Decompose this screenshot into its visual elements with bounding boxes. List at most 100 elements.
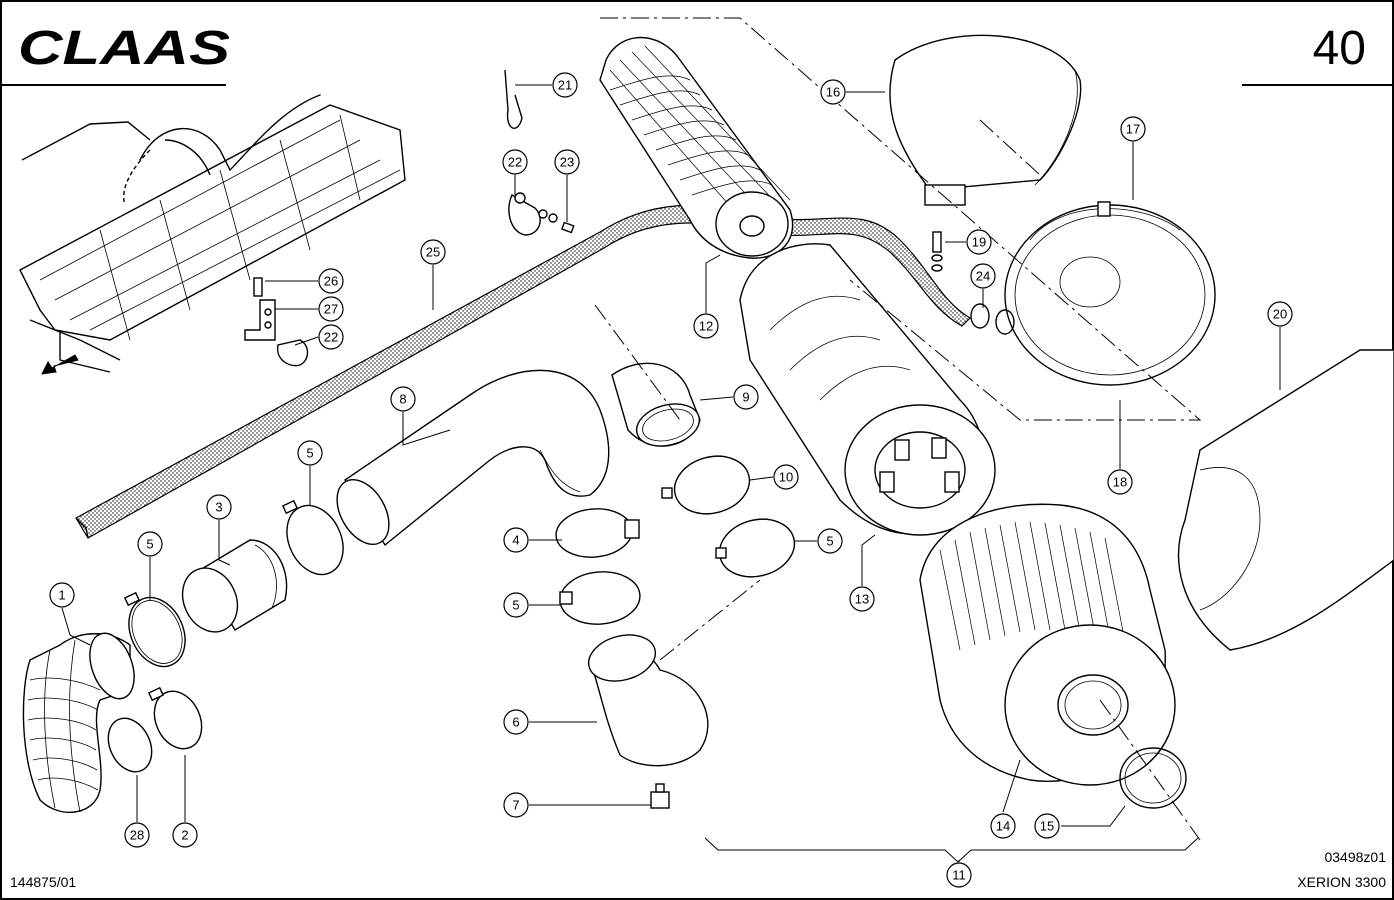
svg-text:7: 7 [512, 798, 519, 813]
svg-text:10: 10 [779, 470, 793, 485]
chassis-overview [19, 94, 406, 375]
svg-text:28: 28 [130, 828, 144, 843]
part-6-elbow [587, 634, 709, 767]
svg-text:23: 23 [560, 155, 574, 170]
callout-9: 9 [733, 384, 759, 410]
callout-18: 18 [1107, 469, 1133, 495]
callout-16: 16 [820, 79, 846, 105]
svg-text:13: 13 [855, 592, 869, 607]
svg-text:5: 5 [306, 446, 313, 461]
callout-8: 8 [390, 386, 416, 412]
callout-5-d: 5 [817, 528, 843, 554]
group-bracket-11 [704, 837, 1199, 863]
callout-17: 17 [1120, 116, 1146, 142]
svg-text:5: 5 [826, 534, 833, 549]
svg-text:8: 8 [399, 392, 406, 407]
part-16-strap-band [889, 34, 1082, 206]
callout-14: 14 [990, 813, 1016, 839]
axis-line-4 [979, 119, 1041, 176]
callout-20: 20 [1267, 301, 1293, 327]
part-2-clamp [147, 686, 203, 750]
svg-text:16: 16 [826, 85, 840, 100]
part-5-clamp-mid [281, 499, 344, 576]
doc-number: 144875/01 [10, 874, 76, 890]
svg-text:12: 12 [699, 319, 713, 334]
part-22-clip-lower [276, 339, 309, 367]
part-9-hose-sleeve [611, 362, 701, 447]
part-27-bracket [244, 299, 276, 341]
svg-text:17: 17 [1126, 122, 1140, 137]
callout-2: 2 [172, 822, 198, 848]
callout-19: 19 [966, 229, 992, 255]
callout-6: 6 [503, 709, 529, 735]
axis-line-2 [594, 304, 681, 421]
callout-12: 12 [693, 313, 719, 339]
svg-text:9: 9 [742, 390, 749, 405]
callout-24: 24 [970, 263, 996, 289]
svg-text:21: 21 [558, 78, 572, 93]
svg-text:15: 15 [1040, 819, 1054, 834]
callout-10: 10 [773, 464, 799, 490]
part-21-cable-tie [504, 69, 523, 129]
part-22-clip-top [508, 192, 541, 236]
callout-15: 15 [1034, 813, 1060, 839]
svg-text:1: 1 [58, 588, 65, 603]
svg-text:5: 5 [512, 598, 519, 613]
callout-22-b: 22 [318, 324, 344, 350]
part-23-screw [538, 209, 575, 234]
svg-text:18: 18 [1113, 475, 1127, 490]
direction-arrow-icon [41, 354, 79, 375]
claas-logo: CLAAS [18, 22, 230, 75]
drawing-code: 03498z01 [1324, 849, 1386, 865]
part-14-filter-housing [919, 503, 1176, 786]
leader-lines [61, 84, 1281, 862]
callout-22-a: 22 [502, 149, 528, 175]
svg-text:27: 27 [324, 302, 338, 317]
part-5-clamp-left [123, 591, 186, 668]
part-19-bolt [931, 231, 943, 272]
part-5-clamp-right [715, 518, 796, 578]
svg-text:4: 4 [512, 533, 519, 548]
callout-4: 4 [503, 527, 529, 553]
callout-5-c: 5 [503, 592, 529, 618]
part-7-valve [650, 783, 670, 809]
svg-text:14: 14 [996, 819, 1010, 834]
part-4-clamp [555, 508, 640, 558]
callout-7: 7 [503, 792, 529, 818]
part-8-hose-elbow [336, 369, 610, 547]
part-20-duct [1177, 349, 1394, 651]
callout-13: 13 [849, 586, 875, 612]
logo-text: CLAAS [18, 22, 230, 75]
callout-23: 23 [554, 149, 580, 175]
callout-21: 21 [552, 72, 578, 98]
svg-text:19: 19 [972, 235, 986, 250]
axis-line-1 [600, 17, 1202, 421]
part-17-cover [1004, 201, 1216, 386]
callout-5-b: 5 [297, 440, 323, 466]
callout-27: 27 [318, 296, 344, 322]
part-26-screw [253, 277, 263, 297]
part-24-ring [970, 303, 1015, 335]
svg-text:2: 2 [181, 828, 188, 843]
axis-line-3 [659, 579, 761, 661]
svg-text:3: 3 [215, 500, 222, 515]
svg-text:24: 24 [976, 269, 990, 284]
callout-11: 11 [946, 862, 972, 888]
svg-text:5: 5 [146, 537, 153, 552]
part-12-filter-cartridge [599, 36, 794, 259]
svg-text:22: 22 [508, 155, 522, 170]
model-name: XERION 3300 [1297, 874, 1386, 890]
callout-28: 28 [124, 822, 150, 848]
callout-25: 25 [420, 239, 446, 265]
axis-line-5 [1099, 699, 1201, 841]
part-13-main-filter [739, 243, 996, 536]
page-number: 40 [1313, 22, 1366, 75]
part-3-sleeve [181, 539, 288, 633]
callout-1: 1 [49, 582, 75, 608]
part-10-clamp [661, 455, 751, 515]
part-15-ring [1119, 747, 1187, 809]
callout-5-a: 5 [137, 531, 163, 557]
svg-text:22: 22 [324, 330, 338, 345]
part-1-intake-bellows [22, 632, 135, 814]
